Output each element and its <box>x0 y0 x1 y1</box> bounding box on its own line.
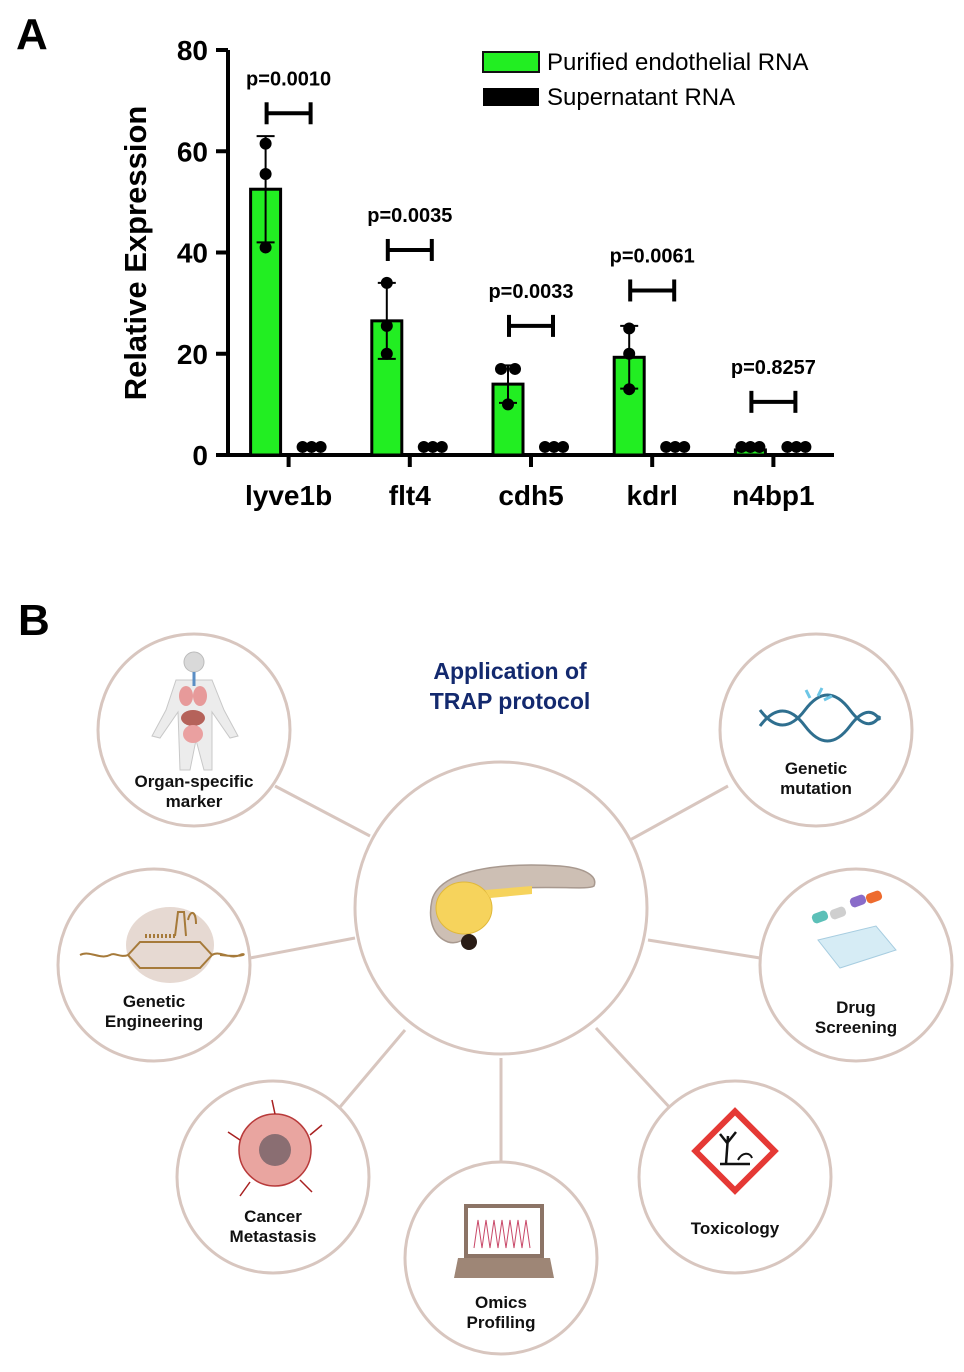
data-point <box>502 398 514 411</box>
data-point <box>417 440 430 453</box>
p-value-label: p=0.8257 <box>731 357 816 379</box>
y-tick-label: 60 <box>177 136 208 167</box>
y-axis: 0 20 40 60 80 <box>177 35 230 471</box>
data-point <box>669 440 682 453</box>
data-point <box>623 383 636 396</box>
diagram-title-line1: Application of <box>433 658 587 684</box>
bars <box>249 135 812 457</box>
node-label-line1: Omics <box>475 1293 527 1312</box>
diagram-title: Application of TRAP protocol <box>400 656 620 716</box>
p-value-label: p=0.0035 <box>367 205 452 227</box>
data-point <box>259 241 272 254</box>
dna-helix-icon <box>758 687 882 743</box>
data-point <box>623 347 636 360</box>
tumor-cell-icon <box>227 1099 323 1197</box>
node-label-cancer: Cancer Metastasis <box>188 1207 358 1247</box>
x-tick-label: lyve1b <box>245 480 332 511</box>
data-point <box>380 276 393 289</box>
node-label-line2: mutation <box>780 779 852 798</box>
node-label-drug: Drug Screening <box>771 998 941 1038</box>
data-point <box>660 440 673 453</box>
connector-cancer <box>338 1029 407 1108</box>
y-tick-label: 80 <box>177 35 208 66</box>
data-point <box>735 440 748 453</box>
data-point <box>509 362 521 375</box>
data-point <box>781 440 794 453</box>
node-label-line1: Genetic <box>784 759 848 778</box>
data-point <box>380 347 393 360</box>
legend-label-supernatant: Supernatant RNA <box>547 84 735 111</box>
node-label-toxicology: Toxicology <box>650 1219 820 1239</box>
p-value-label: p=0.0061 <box>610 245 695 267</box>
data-point <box>380 319 393 332</box>
laptop-chromatogram-icon <box>454 1204 554 1278</box>
connector-drug <box>647 938 761 960</box>
data-point <box>678 440 691 453</box>
panel-a-label: A <box>16 10 48 59</box>
node-label-line2: marker <box>165 792 223 811</box>
connector-mutation <box>629 784 729 842</box>
legend: Purified endothelial RNA Supernatant RNA <box>482 49 808 111</box>
data-point <box>623 322 636 335</box>
data-point <box>305 440 318 453</box>
x-tick-label: n4bp1 <box>732 480 814 511</box>
node-label-line1: Organ-specific <box>134 772 254 791</box>
crispr-dna-icon <box>79 907 245 983</box>
x-tick-label: kdrl <box>627 480 678 511</box>
zebrafish-embryo-icon <box>429 864 596 950</box>
node-circle-drug <box>758 867 954 1063</box>
node-label-line2: Metastasis <box>229 1227 317 1246</box>
data-point <box>799 440 812 453</box>
node-label-line1: Drug <box>836 998 876 1017</box>
legend-swatch-purified <box>482 51 540 73</box>
data-point <box>435 440 448 453</box>
node-label-mutation: Genetic mutation <box>731 759 901 799</box>
panel-b-label: B <box>18 596 50 645</box>
node-circle-mutation <box>718 632 914 828</box>
data-point <box>426 440 439 453</box>
node-label-line2: Engineering <box>104 1012 204 1031</box>
legend-swatch-supernatant <box>483 88 539 106</box>
data-point <box>259 137 272 150</box>
y-axis-label: Relative Expression <box>118 106 153 401</box>
x-axis: lyve1b flt4 cdh5 kdrl n4bp1 <box>226 453 834 511</box>
data-point <box>548 440 560 453</box>
data-point <box>296 440 309 453</box>
legend-label-purified: Purified endothelial RNA <box>547 49 808 76</box>
data-point <box>259 168 272 181</box>
diagram-title-line2: TRAP protocol <box>429 688 591 714</box>
trap-application-diagram <box>56 632 954 1356</box>
node-label-organ: Organ-specific marker <box>109 772 279 812</box>
y-tick-label: 0 <box>192 440 208 471</box>
data-point <box>744 440 757 453</box>
center-circle <box>353 760 649 1056</box>
data-point <box>557 440 569 453</box>
node-label-omics: Omics Profiling <box>416 1293 586 1333</box>
significance-annotations: p=0.0010 p=0.0035 p=0.0033 p=0.0061 p=0.8257 <box>246 68 816 413</box>
pills-well-plate-icon <box>811 890 897 969</box>
x-tick-label: flt4 <box>389 480 431 511</box>
bar-chart: 0 20 40 60 80 lyve1b flt4 cdh5 kdrl n4bp1 p=0.00… <box>118 35 834 511</box>
data-point <box>539 440 551 453</box>
p-value-label: p=0.0033 <box>488 281 573 303</box>
hazard-diamond-icon <box>691 1107 779 1195</box>
data-point <box>753 440 766 453</box>
p-value-label: p=0.0010 <box>246 68 331 90</box>
node-label-line2: Screening <box>814 1018 898 1037</box>
connector-organ <box>274 784 371 838</box>
data-point <box>790 440 803 453</box>
data-point <box>495 362 507 375</box>
data-point <box>314 440 327 453</box>
node-label-engineering: Genetic Engineering <box>69 992 239 1032</box>
node-label-line2: Profiling <box>466 1313 536 1332</box>
connector-toxicology <box>594 1026 674 1112</box>
x-tick-label: cdh5 <box>498 480 563 511</box>
node-label-line1: Genetic <box>122 992 186 1011</box>
node-label-line1: Cancer <box>244 1207 302 1226</box>
human-body-organs-icon <box>151 651 239 771</box>
node-label-line1: Toxicology <box>690 1219 780 1238</box>
y-tick-label: 20 <box>177 339 208 370</box>
connector-engineering <box>249 936 356 960</box>
y-tick-label: 40 <box>177 238 208 269</box>
